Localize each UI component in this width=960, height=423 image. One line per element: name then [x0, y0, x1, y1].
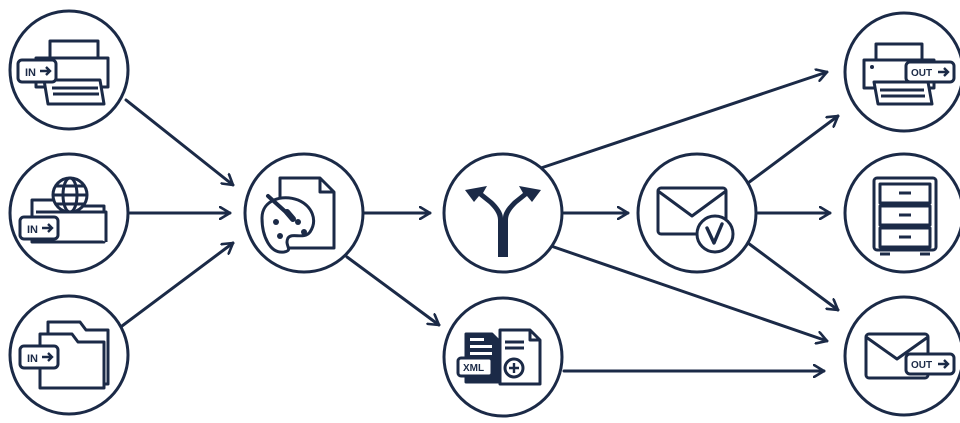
- envelope-check-icon: [656, 186, 735, 254]
- connector-print-to-design: [124, 98, 235, 187]
- node-input-print: IN: [8, 9, 130, 131]
- out-badge-label: OUT: [911, 360, 932, 371]
- node-input-web: IN: [8, 152, 130, 274]
- connectors: [120, 72, 840, 371]
- out-badge: OUT: [904, 60, 956, 84]
- node-output-mail: OUT: [843, 295, 960, 417]
- connector-email-to-output-print: [746, 114, 840, 185]
- connector-design-to-xml: [345, 255, 441, 327]
- node-xml-export: XML: [442, 296, 564, 418]
- in-badge-label: IN: [27, 224, 38, 236]
- node-input-folder: IN: [8, 294, 130, 416]
- out-badge-label: OUT: [911, 68, 932, 79]
- connector-folder-to-design: [120, 241, 235, 328]
- connector-split-to-output-print: [539, 72, 829, 170]
- node-output-print: OUT: [843, 11, 960, 133]
- xml-badge: XML: [456, 356, 494, 378]
- node-design: [243, 152, 365, 274]
- xml-badge-label: XML: [463, 363, 484, 374]
- in-badge: IN: [18, 215, 60, 241]
- connector-split-to-output-mail: [549, 244, 829, 341]
- node-split: [442, 152, 564, 274]
- node-email-verify: [636, 152, 758, 274]
- globe-icon: [51, 176, 89, 214]
- out-badge: OUT: [904, 352, 956, 376]
- split-arrow-icon: [465, 186, 541, 257]
- printer-in-icon: [34, 39, 110, 106]
- in-badge-label: IN: [27, 353, 38, 365]
- connector-email-to-output-mail: [746, 241, 840, 312]
- filing-cabinet-icon: [872, 176, 938, 256]
- in-badge: IN: [18, 344, 60, 370]
- in-badge: IN: [16, 58, 58, 84]
- palette-document-icon: [260, 176, 336, 254]
- node-output-archive: [843, 152, 960, 274]
- in-badge-label: IN: [25, 67, 36, 79]
